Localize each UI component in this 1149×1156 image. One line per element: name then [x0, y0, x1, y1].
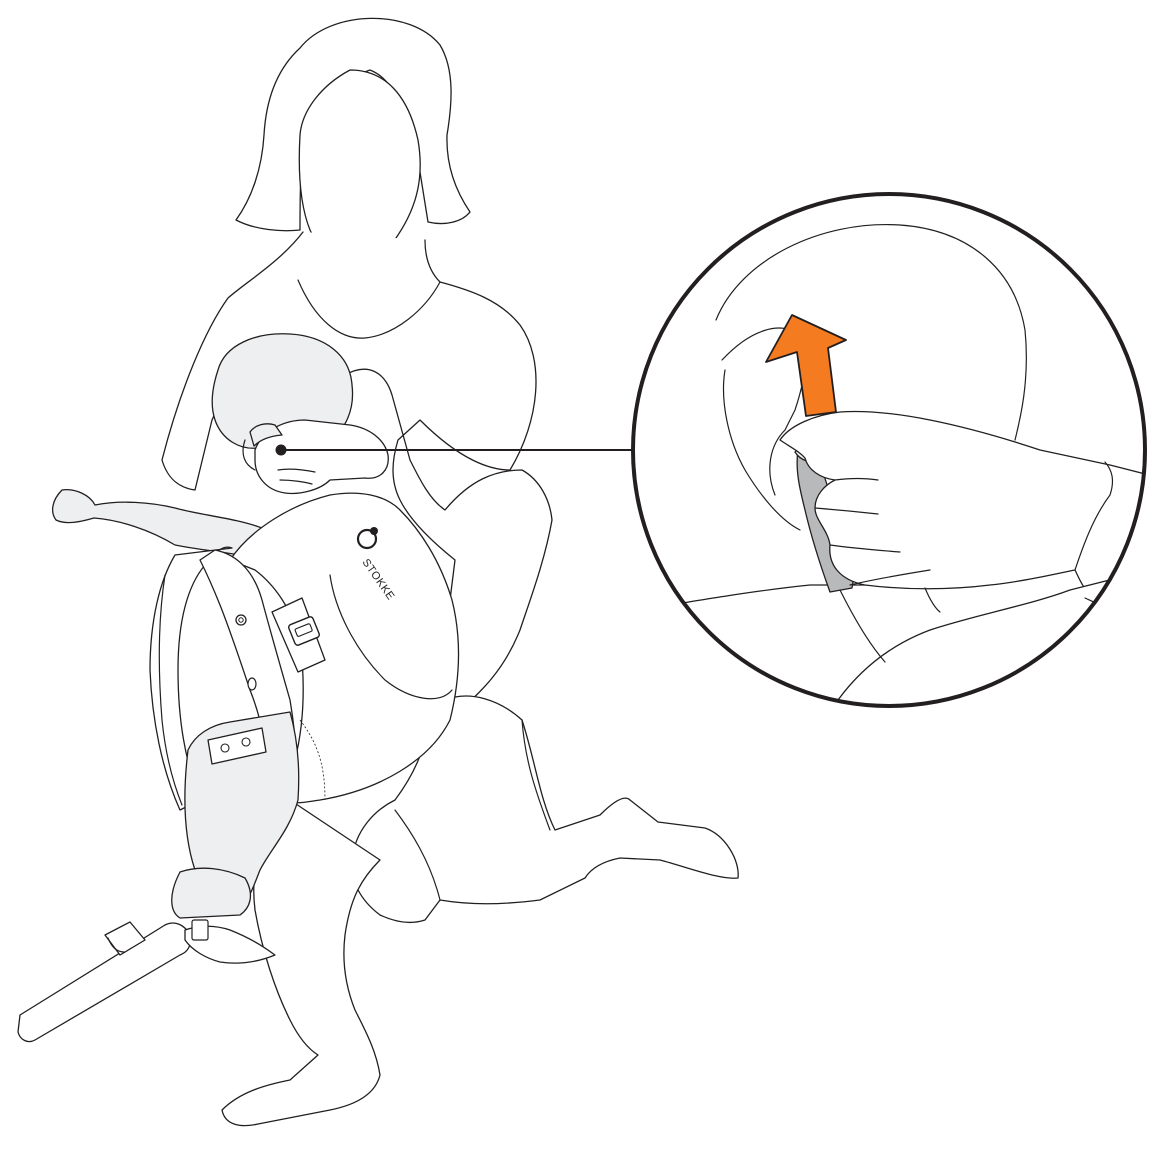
strap-snap-1	[236, 615, 246, 625]
strap-snap-2	[248, 678, 256, 690]
leg-patch-snap-2	[242, 738, 250, 746]
waist-belt-buckle-2	[192, 920, 208, 940]
child-foot	[172, 868, 251, 918]
stokke-logo-dot	[370, 527, 378, 535]
waist-belt	[18, 923, 191, 1042]
leg-patch-snap-1	[221, 744, 229, 752]
detail-callout	[633, 194, 1149, 720]
